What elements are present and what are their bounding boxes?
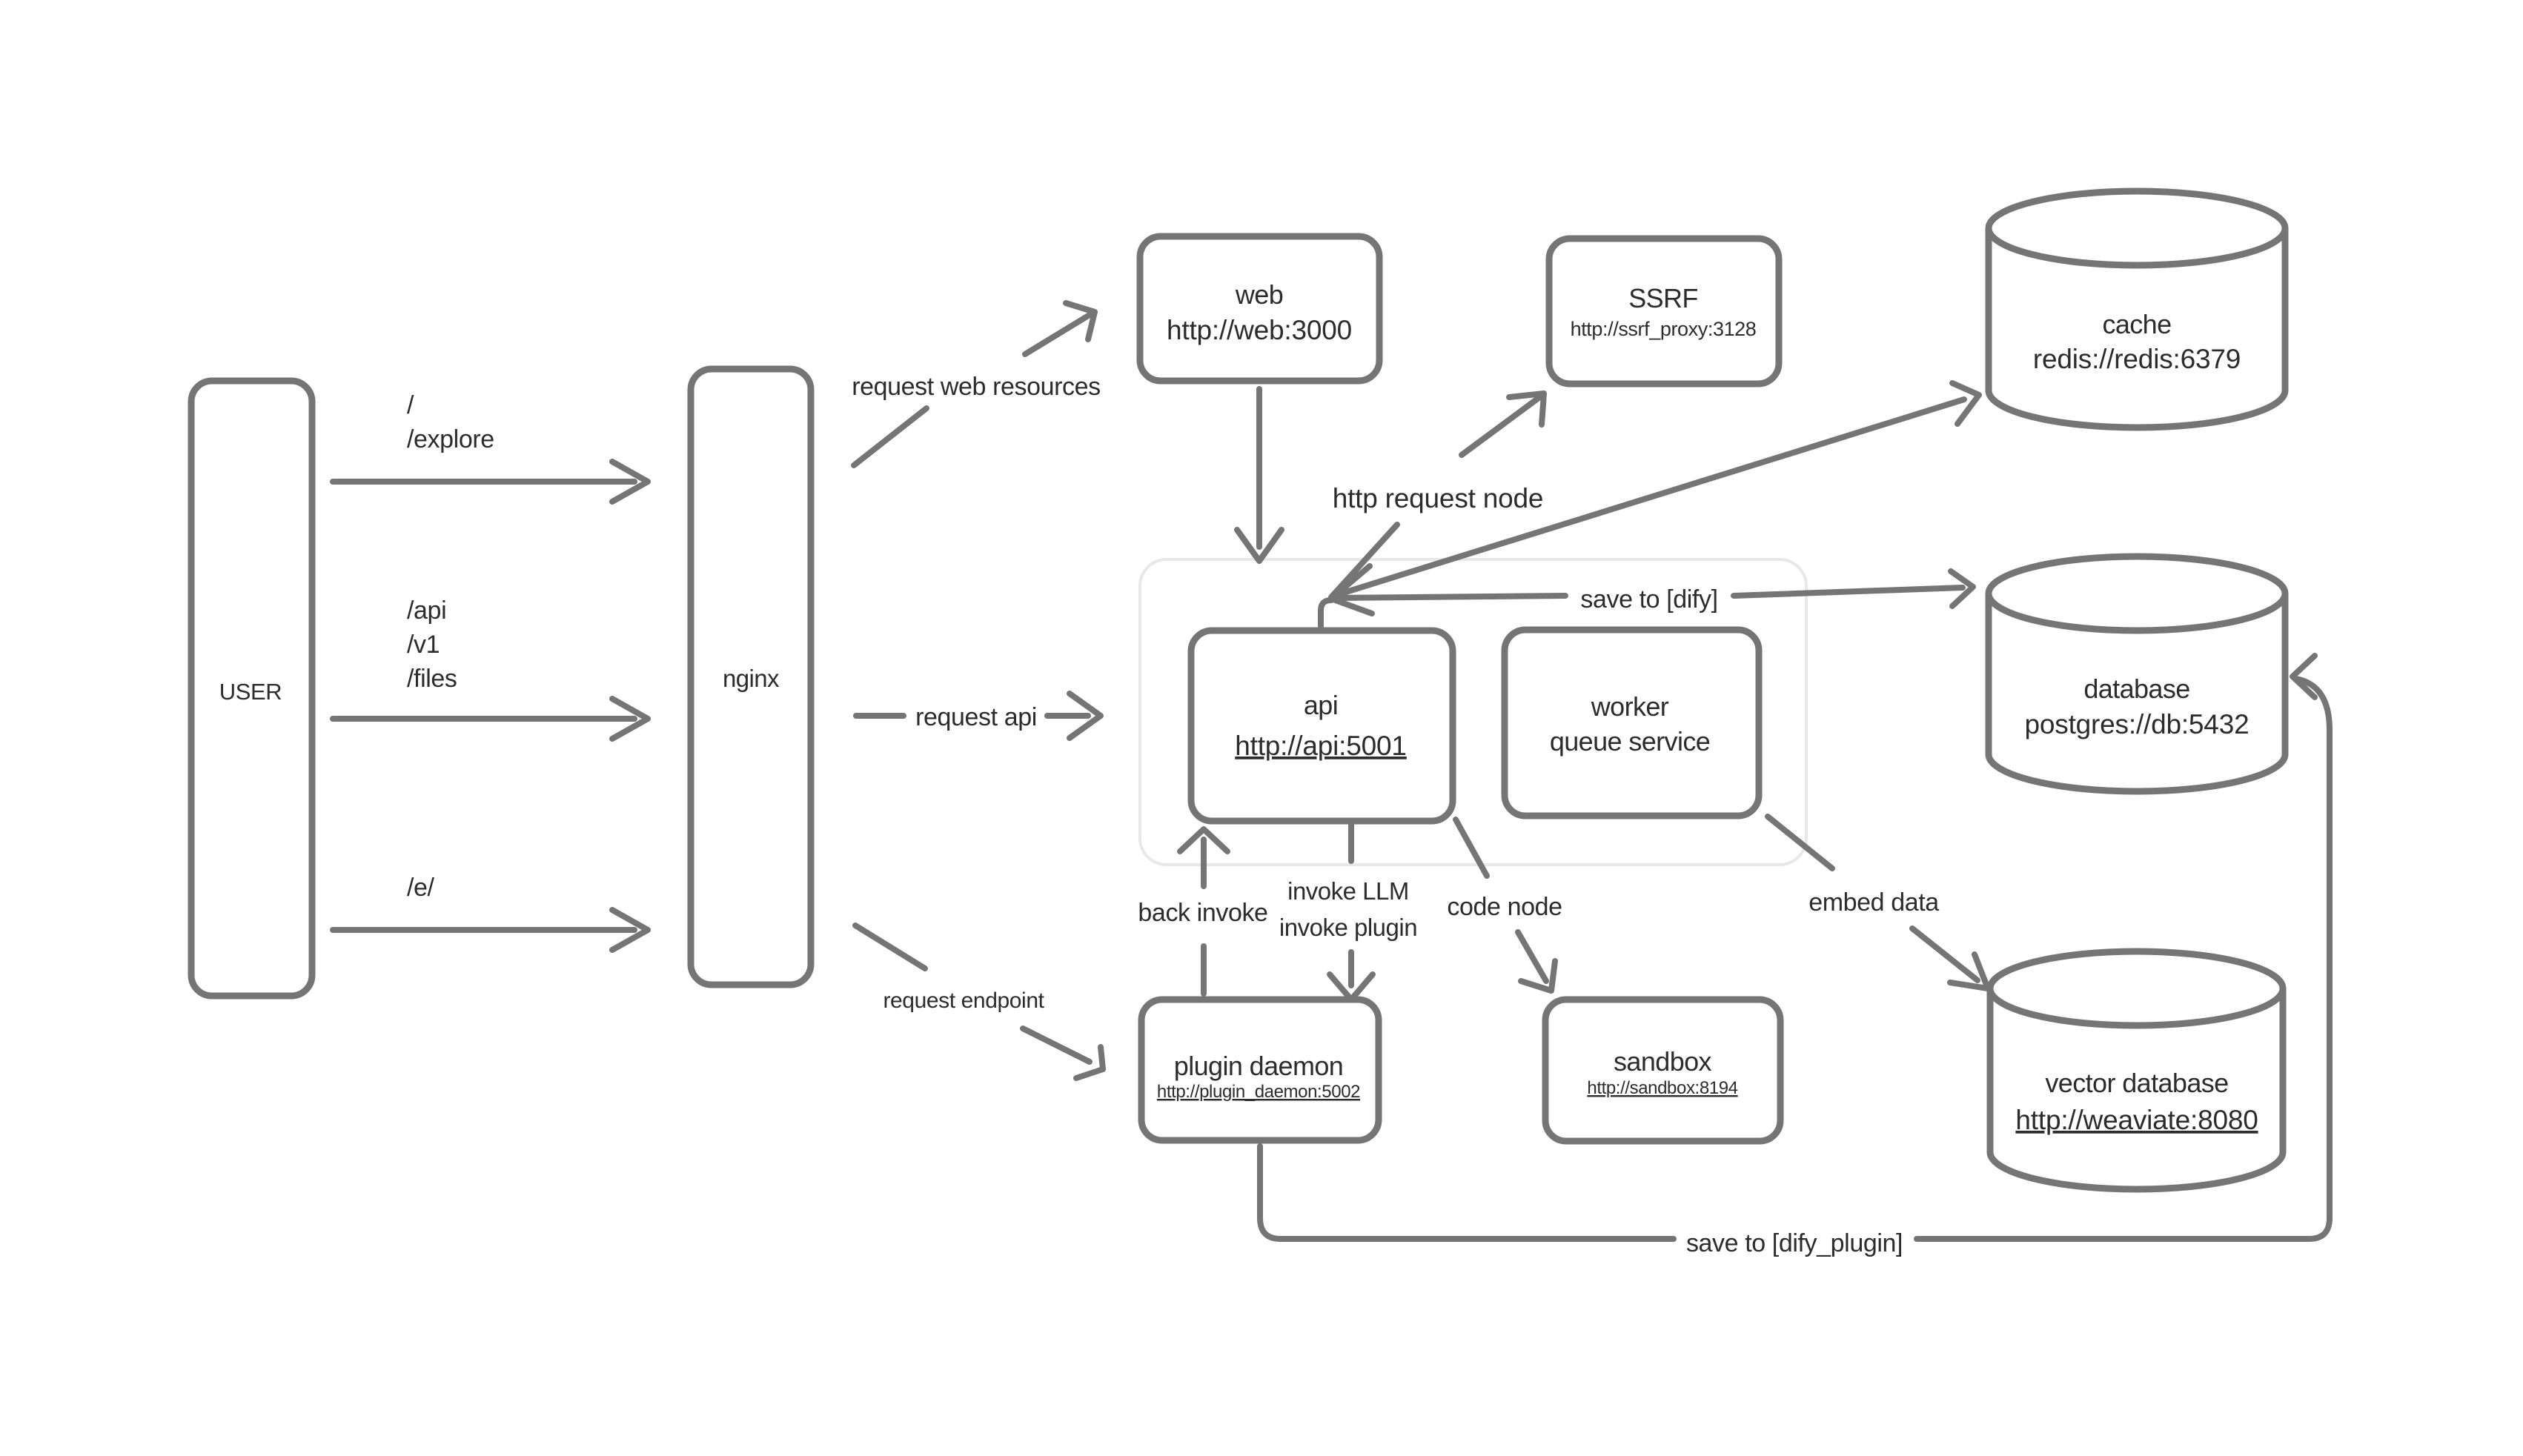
svg-text:http://web:3000: http://web:3000 [1167,315,1352,345]
svg-text:http://sandbox:8194: http://sandbox:8194 [1587,1078,1737,1098]
svg-text:http://api:5001: http://api:5001 [1235,731,1407,761]
svg-text:/: / [407,391,414,419]
svg-text:/api: /api [407,596,446,625]
svg-text:request api: request api [915,703,1037,731]
svg-text:code node: code node [1447,893,1562,921]
svg-text:postgres://db:5432: postgres://db:5432 [2025,709,2250,739]
svg-text:USER: USER [219,679,282,705]
svg-text:request web resources: request web resources [852,373,1101,401]
svg-text:back invoke: back invoke [1138,899,1267,927]
svg-text:http request node: http request node [1333,483,1544,513]
svg-text:/files: /files [407,665,457,693]
svg-text:SSRF: SSRF [1628,283,1698,313]
svg-text:web: web [1235,279,1283,310]
svg-text:worker: worker [1591,691,1669,722]
svg-text:http://weaviate:8080: http://weaviate:8080 [2015,1105,2258,1135]
svg-text:api: api [1304,690,1338,720]
svg-text:http://ssrf_proxy:3128: http://ssrf_proxy:3128 [1571,318,1757,340]
svg-text:redis://redis:6379: redis://redis:6379 [2033,344,2241,374]
svg-text:sandbox: sandbox [1614,1046,1712,1077]
svg-text:save to [dify_plugin]: save to [dify_plugin] [1686,1229,1903,1257]
svg-text:plugin daemon: plugin daemon [1174,1051,1343,1081]
svg-text:/e/: /e/ [407,874,435,902]
svg-text:vector database: vector database [2045,1068,2228,1098]
svg-text:/explore: /explore [407,425,494,453]
svg-text:cache: cache [2102,309,2171,339]
svg-text:invoke LLM: invoke LLM [1287,877,1409,905]
svg-text:request endpoint: request endpoint [883,988,1044,1013]
svg-text:http://plugin_daemon:5002: http://plugin_daemon:5002 [1157,1082,1360,1102]
svg-text:/v1: /v1 [407,631,440,659]
svg-text:queue service: queue service [1550,726,1710,757]
svg-text:invoke plugin: invoke plugin [1279,914,1417,941]
svg-text:embed data: embed data [1808,888,1939,917]
svg-text:save to [dify]: save to [dify] [1580,585,1717,614]
svg-text:nginx: nginx [723,665,780,692]
svg-text:database: database [2083,674,2189,704]
